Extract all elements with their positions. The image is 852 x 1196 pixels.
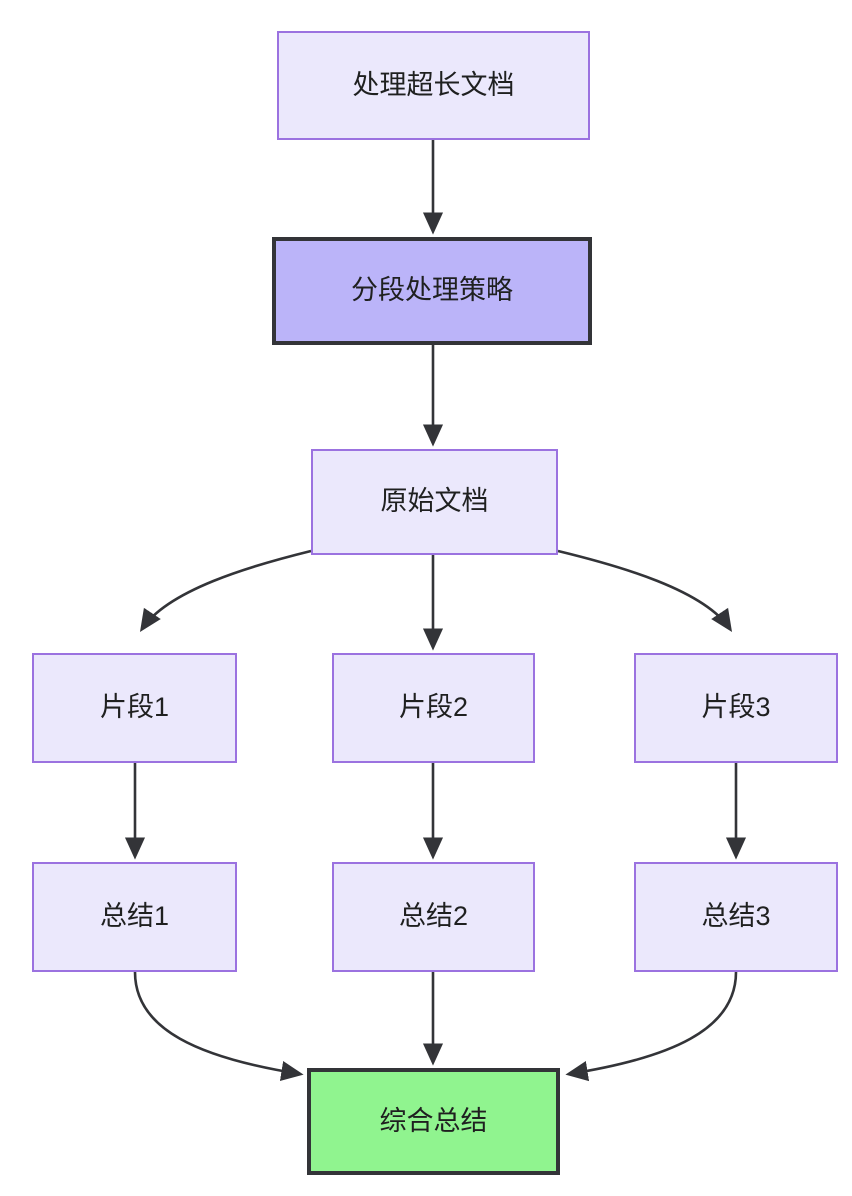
node-n8[interactable]: 总结2: [332, 862, 535, 972]
node-n2[interactable]: 分段处理策略: [272, 237, 592, 345]
node-label: 分段处理策略: [351, 275, 513, 306]
node-label: 处理超长文档: [352, 69, 515, 100]
node-n5[interactable]: 片段2: [332, 653, 535, 763]
node-n7[interactable]: 总结1: [32, 862, 237, 972]
node-n10[interactable]: 综合总结: [307, 1068, 560, 1175]
node-label: 总结3: [701, 901, 771, 932]
edge-n3-to-n4: [139, 549, 312, 633]
edge-n7-to-n10: [133, 971, 304, 1082]
node-n4[interactable]: 片段1: [32, 653, 237, 763]
edge-n9-to-n10: [565, 971, 738, 1082]
node-label: 原始文档: [380, 486, 489, 517]
node-label: 片段3: [701, 692, 771, 723]
node-n6[interactable]: 片段3: [634, 653, 838, 763]
edge-n3-to-n6: [557, 549, 733, 633]
node-n9[interactable]: 总结3: [634, 862, 838, 972]
node-n3[interactable]: 原始文档: [311, 449, 558, 555]
node-n1[interactable]: 处理超长文档: [277, 31, 590, 140]
node-label: 片段1: [99, 692, 170, 723]
node-label: 总结1: [99, 901, 170, 932]
node-label: 综合总结: [379, 1105, 488, 1136]
node-label: 总结2: [398, 901, 469, 932]
node-label: 片段2: [398, 692, 469, 723]
